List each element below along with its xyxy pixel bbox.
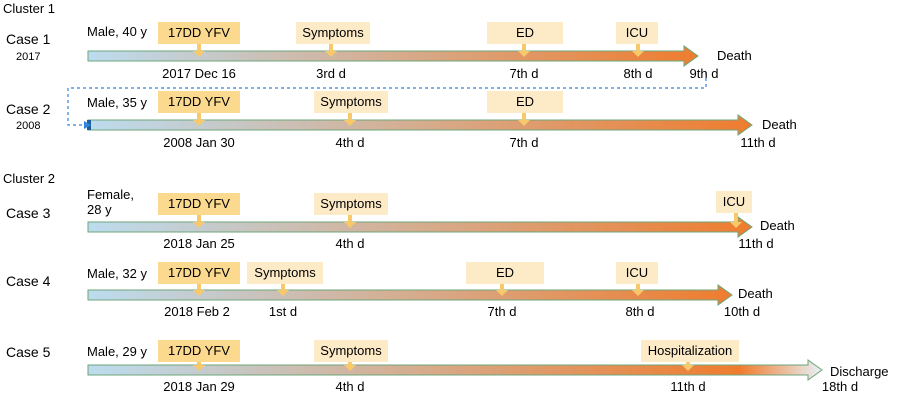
case-1-icu-box: ICU bbox=[616, 22, 658, 44]
case-5-last-day: 18th d bbox=[821, 379, 859, 394]
case-1-label: Case 1 bbox=[6, 31, 51, 47]
case-2-event-marker-2 bbox=[522, 111, 526, 121]
case-3-vaccine-date: 2018 Jan 25 bbox=[163, 236, 235, 251]
case-5-vaccine-box: 17DD YFV bbox=[158, 340, 240, 362]
case-5-symptoms-box: Symptoms bbox=[314, 340, 388, 362]
case-1-outcome: Death bbox=[717, 48, 752, 63]
case-5-symptoms-day: 4th d bbox=[335, 379, 365, 394]
case-3-icu-day: 11th d bbox=[738, 236, 774, 251]
case-1-event-marker-2 bbox=[522, 42, 526, 52]
case-2-year: 2008 bbox=[16, 120, 41, 132]
case-4-symptoms-day: 1st d bbox=[268, 304, 298, 319]
case-2-vaccine-date: 2008 Jan 30 bbox=[163, 135, 235, 150]
case-1-last-day: 9th d bbox=[689, 66, 719, 81]
case-1-patient: Male, 40 y bbox=[87, 24, 147, 39]
case-5-patient: Male, 29 y bbox=[87, 344, 147, 359]
case-4-event-marker-head-0 bbox=[193, 290, 205, 296]
case-link-dashed-line bbox=[67, 72, 707, 126]
case-5-hospitalization-box: Hospitalization bbox=[641, 340, 739, 362]
case-1-event-marker-head-3 bbox=[632, 51, 644, 57]
case-2-patient: Male, 35 y bbox=[87, 95, 147, 110]
case-5-event-marker-head-2 bbox=[682, 365, 694, 371]
case-4-ed-box: ED bbox=[466, 262, 544, 284]
case-2-event-marker-head-1 bbox=[344, 120, 356, 126]
case-5-vaccine-date: 2018 Jan 29 bbox=[163, 379, 235, 394]
case-3-symptoms-box: Symptoms bbox=[314, 193, 388, 215]
case-4-event-marker-2 bbox=[500, 281, 504, 291]
case-5-hospitalization-day: 11th d bbox=[670, 379, 706, 394]
case-1-event-marker-head-1 bbox=[325, 51, 337, 57]
case-4-symptoms-box: Symptoms bbox=[247, 262, 323, 284]
case-2-label: Case 2 bbox=[6, 101, 51, 117]
case-4-ed-day: 7th d bbox=[487, 304, 517, 319]
case-2-event-marker-head-2 bbox=[518, 120, 530, 126]
case-2-event-marker-head-0 bbox=[193, 120, 205, 126]
cluster-1-label: Cluster 1 bbox=[3, 1, 56, 16]
case-2-last-day: 11th d bbox=[740, 135, 776, 150]
case-3-icu-box: ICU bbox=[716, 191, 752, 213]
case-2-symptoms-day: 4th d bbox=[335, 135, 365, 150]
case-2-event-marker-0 bbox=[197, 111, 201, 121]
case-5-timeline-arrow bbox=[87, 359, 823, 381]
case-4-event-marker-head-1 bbox=[277, 290, 289, 296]
case-4-event-marker-3 bbox=[636, 281, 640, 291]
case-1-ed-box: ED bbox=[487, 22, 563, 44]
case-5-event-marker-head-1 bbox=[344, 365, 356, 371]
case-1-year: 2017 bbox=[16, 51, 41, 63]
case-1-timeline-arrow bbox=[87, 45, 699, 67]
case-3-event-marker-0 bbox=[197, 213, 201, 223]
case-4-vaccine-date: 2018 Feb 2 bbox=[164, 304, 230, 319]
case-3-symptoms-day: 4th d bbox=[335, 236, 365, 251]
case-4-outcome: Death bbox=[738, 286, 773, 301]
case-2-outcome: Death bbox=[762, 117, 797, 132]
case-3-event-marker-head-1 bbox=[344, 222, 356, 228]
case-5-event-marker-head-0 bbox=[193, 365, 205, 371]
case-3-outcome: Death bbox=[760, 218, 795, 233]
case-1-event-marker-head-0 bbox=[193, 51, 205, 57]
case-1-vaccine-box: 17DD YFV bbox=[158, 22, 240, 44]
case-5-outcome: Discharge bbox=[830, 364, 889, 379]
case-5-label: Case 5 bbox=[6, 344, 51, 360]
case-4-patient: Male, 32 y bbox=[87, 266, 147, 281]
case-4-last-day: 10th d bbox=[723, 304, 761, 319]
case-3-patient-line2: 28 y bbox=[87, 202, 112, 217]
case-1-vaccine-date: 2017 Dec 16 bbox=[162, 66, 236, 81]
case-1-symptoms-box: Symptoms bbox=[296, 22, 370, 44]
case-3-label: Case 3 bbox=[6, 205, 51, 221]
case-2-event-marker-1 bbox=[348, 111, 352, 121]
case-1-icu-day: 8th d bbox=[623, 66, 653, 81]
case-4-label: Case 4 bbox=[6, 273, 51, 289]
case-4-icu-day: 8th d bbox=[625, 304, 655, 319]
case-4-event-marker-0 bbox=[197, 281, 201, 291]
case-3-event-marker-1 bbox=[348, 213, 352, 223]
case-2-ed-box: ED bbox=[487, 91, 563, 113]
case-4-event-marker-head-2 bbox=[496, 290, 508, 296]
case-1-ed-day: 7th d bbox=[509, 66, 539, 81]
case-link-arrowhead bbox=[84, 121, 91, 129]
case-1-event-marker-0 bbox=[197, 42, 201, 52]
case-3-vaccine-box: 17DD YFV bbox=[158, 193, 240, 215]
case-3-timeline-arrow bbox=[87, 216, 753, 238]
case-4-event-marker-1 bbox=[281, 281, 285, 291]
case-1-event-marker-3 bbox=[636, 42, 640, 52]
case-2-timeline-arrow bbox=[87, 114, 753, 136]
case-4-timeline-arrow bbox=[87, 284, 733, 306]
case-4-icu-box: ICU bbox=[616, 262, 658, 284]
case-2-vaccine-box: 17DD YFV bbox=[158, 91, 240, 113]
case-3-event-marker-2 bbox=[734, 213, 738, 223]
case-4-event-marker-head-3 bbox=[632, 290, 644, 296]
case-3-event-marker-head-0 bbox=[193, 222, 205, 228]
cluster-2-label: Cluster 2 bbox=[3, 171, 56, 186]
case-2-symptoms-box: Symptoms bbox=[314, 91, 388, 113]
case-3-patient-line1: Female, bbox=[87, 187, 134, 202]
case-4-vaccine-box: 17DD YFV bbox=[158, 262, 240, 284]
case-1-symptoms-day: 3rd d bbox=[316, 66, 346, 81]
case-2-ed-day: 7th d bbox=[509, 135, 539, 150]
case-3-event-marker-head-2 bbox=[730, 222, 742, 228]
case-1-event-marker-head-2 bbox=[518, 51, 530, 57]
case-1-event-marker-1 bbox=[329, 42, 333, 52]
